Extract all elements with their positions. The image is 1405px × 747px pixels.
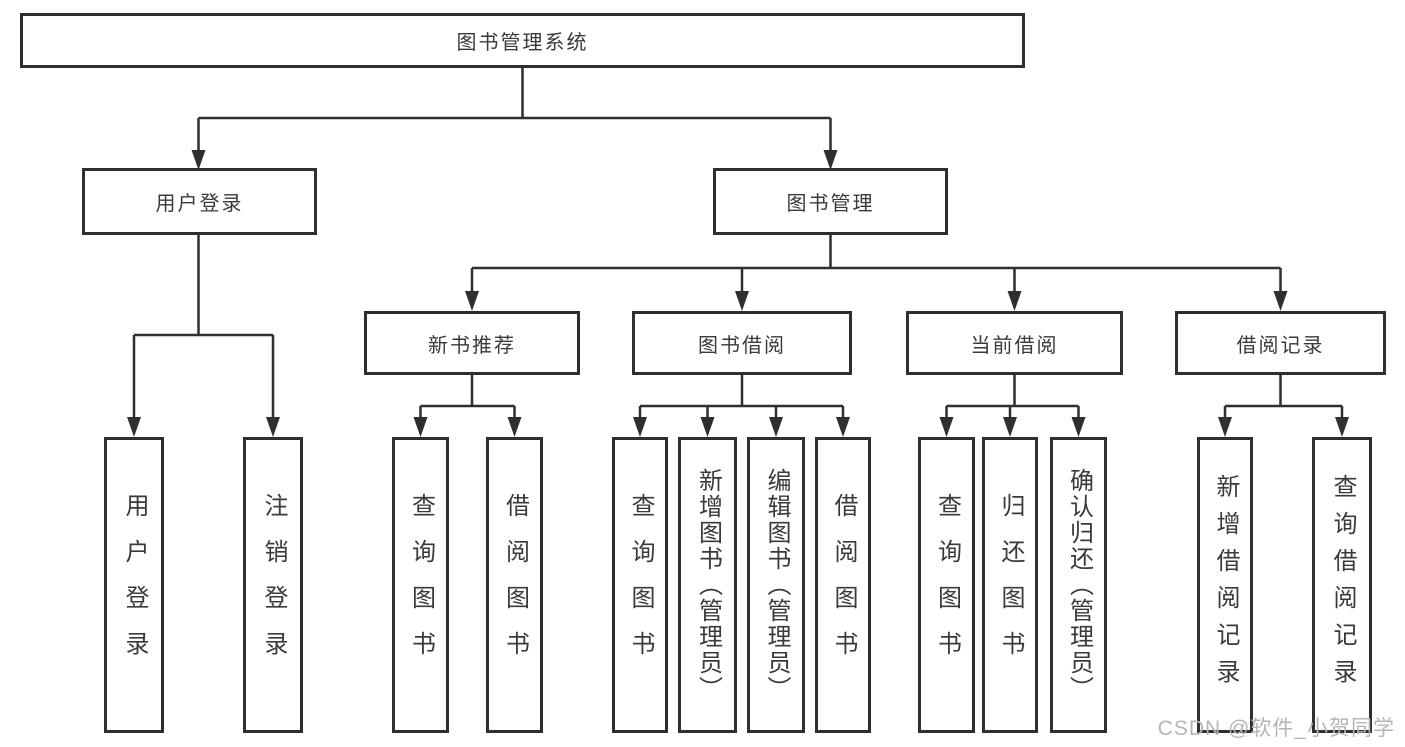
node-book-mgmt: 图书管理 xyxy=(713,168,948,235)
leaf-logout: 注销登录 xyxy=(243,437,303,733)
leaf-current-confirm-return: 确认归还（管理员） xyxy=(1050,437,1107,733)
node-root-label: 图书管理系统 xyxy=(456,32,589,54)
node-borrow-records-label: 借阅记录 xyxy=(1236,334,1325,357)
leaf-borrow-query-books-label: 查询图书 xyxy=(627,493,654,677)
node-book-borrow-label: 图书借阅 xyxy=(698,334,786,357)
leaf-records-add-record: 新增借阅记录 xyxy=(1197,437,1253,733)
leaf-rec-borrow-books-label: 借阅图书 xyxy=(501,493,529,677)
leaf-borrow-add-books-label: 新增图书（管理员） xyxy=(694,468,722,702)
leaf-borrow-edit-books-label: 编辑图书（管理员） xyxy=(763,468,790,702)
leaf-rec-query-books-label: 查询图书 xyxy=(407,493,435,677)
leaf-borrow-query-books: 查询图书 xyxy=(612,437,668,733)
node-borrow-records: 借阅记录 xyxy=(1175,311,1386,375)
watermark-text: CSDN @软件_小贺同学 xyxy=(1157,717,1395,740)
node-root: 图书管理系统 xyxy=(20,13,1025,68)
leaf-current-confirm-return-label: 确认归还（管理员） xyxy=(1065,468,1093,702)
leaf-records-query-record-label: 查询借阅记录 xyxy=(1329,474,1356,696)
leaf-borrow-borrow-books: 借阅图书 xyxy=(815,437,871,733)
node-user-login-label: 用户登录 xyxy=(155,193,244,215)
node-user-login: 用户登录 xyxy=(82,168,317,235)
leaf-rec-query-books: 查询图书 xyxy=(392,437,449,733)
leaf-borrow-add-books: 新增图书（管理员） xyxy=(678,437,737,733)
leaf-current-query-books: 查询图书 xyxy=(918,437,975,733)
leaf-records-query-record: 查询借阅记录 xyxy=(1312,437,1372,733)
leaf-current-query-books-label: 查询图书 xyxy=(933,493,961,677)
node-new-book-rec-label: 新书推荐 xyxy=(428,334,516,357)
node-current-borrow: 当前借阅 xyxy=(906,311,1123,375)
leaf-user-login: 用户登录 xyxy=(104,437,164,733)
node-book-borrow: 图书借阅 xyxy=(632,311,852,375)
leaf-borrow-borrow-books-label: 借阅图书 xyxy=(830,493,857,677)
leaf-borrow-edit-books: 编辑图书（管理员） xyxy=(747,437,805,733)
leaf-current-return-books-label: 归还图书 xyxy=(997,493,1024,677)
node-new-book-rec: 新书推荐 xyxy=(364,311,580,375)
leaf-rec-borrow-books: 借阅图书 xyxy=(486,437,543,733)
leaf-current-return-books: 归还图书 xyxy=(982,437,1038,733)
leaf-records-add-record-label: 新增借阅记录 xyxy=(1212,474,1239,696)
leaf-user-login-label: 用户登录 xyxy=(121,493,148,677)
leaf-logout-label: 注销登录 xyxy=(260,493,287,677)
node-book-mgmt-label: 图书管理 xyxy=(786,193,875,215)
node-current-borrow-label: 当前借阅 xyxy=(970,334,1059,357)
